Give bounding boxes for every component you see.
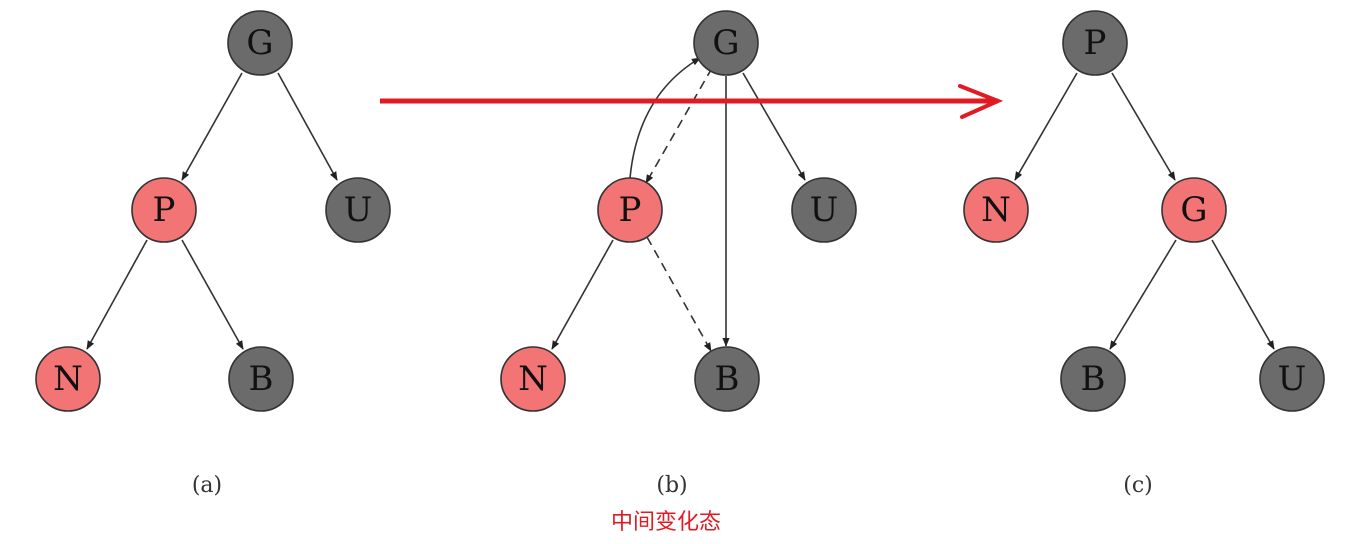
node-b-n-label: N	[518, 359, 548, 399]
edge-a-p-b	[181, 239, 244, 350]
node-c-g-label: G	[1180, 190, 1207, 230]
panel-c-edges	[1014, 72, 1275, 350]
node-a-g-label: G	[246, 23, 273, 63]
edge-c-g-u	[1211, 239, 1275, 350]
node-c-u: U	[1259, 346, 1325, 412]
node-a-p-label: P	[153, 190, 176, 230]
node-c-g: G	[1161, 177, 1227, 243]
node-b-u-label: U	[810, 190, 839, 230]
node-c-u-label: U	[1278, 359, 1307, 399]
node-a-g: G	[227, 10, 293, 76]
edge-b-p-g-curved	[629, 57, 701, 179]
edge-b-g-u	[742, 72, 806, 181]
node-c-p-label: P	[1084, 23, 1107, 63]
node-c-p: P	[1062, 10, 1128, 76]
edge-b-p-b-dashed	[646, 236, 712, 352]
transform-arrow-head	[958, 84, 1004, 119]
panel-a-edges	[86, 72, 338, 350]
panel-b-edges	[551, 57, 806, 352]
node-a-p: P	[131, 177, 197, 243]
node-b-u: U	[791, 177, 857, 243]
edge-a-p-n	[86, 239, 148, 350]
node-c-n: N	[963, 177, 1029, 243]
node-c-b: B	[1060, 346, 1126, 412]
node-b-b: B	[694, 346, 760, 412]
caption-a: (a)	[192, 473, 222, 498]
node-c-n-label: N	[981, 190, 1011, 230]
edge-c-p-g	[1111, 72, 1176, 181]
caption-b: (b)	[656, 473, 687, 498]
edge-b-g-p-dashed	[645, 67, 713, 184]
edge-a-g-u	[277, 72, 338, 181]
node-a-b: B	[228, 346, 294, 412]
edge-a-g-p	[181, 72, 243, 181]
panel-c: P N G B U (c)	[963, 10, 1325, 498]
node-b-b-label: B	[715, 359, 740, 399]
node-a-n-label: N	[53, 359, 83, 399]
node-b-g: G	[693, 10, 759, 76]
caption-c: (c)	[1123, 473, 1153, 498]
panel-a: G P U N B (a)	[35, 10, 391, 498]
node-b-n: N	[500, 346, 566, 412]
edge-c-p-n	[1014, 72, 1078, 181]
node-b-g-label: G	[712, 23, 739, 63]
node-a-n: N	[35, 346, 101, 412]
edge-b-p-n	[551, 239, 614, 350]
node-b-p: P	[597, 177, 663, 243]
node-c-b-label: B	[1081, 359, 1106, 399]
panel-b: G P U N B (b) 中间变化态	[500, 10, 857, 535]
node-a-u: U	[325, 177, 391, 243]
node-a-b-label: B	[249, 359, 274, 399]
edge-c-g-b	[1109, 239, 1177, 350]
node-b-p-label: P	[619, 190, 642, 230]
node-a-u-label: U	[344, 190, 373, 230]
transform-arrow	[380, 84, 1004, 119]
intermediate-state-note: 中间变化态	[611, 510, 721, 535]
